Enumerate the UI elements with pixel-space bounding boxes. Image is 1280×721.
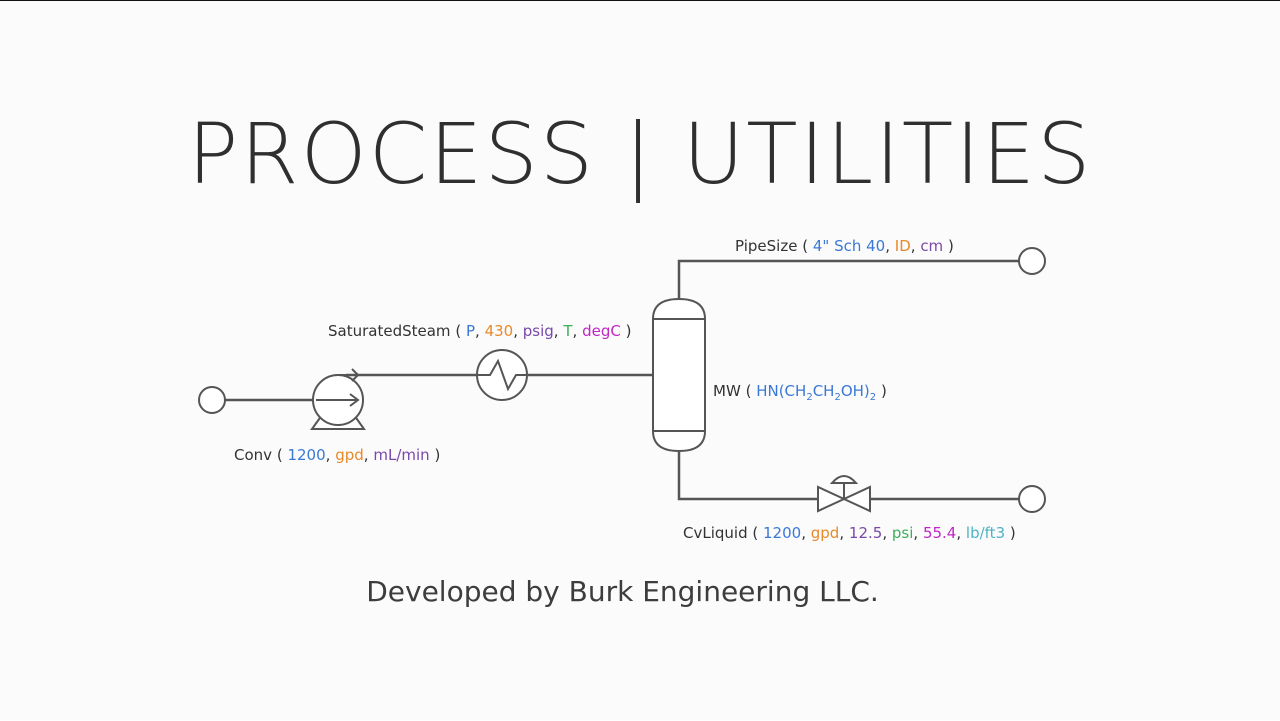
overhead-pipe	[677, 259, 1019, 301]
overhead-outlet-node	[1018, 247, 1046, 275]
cvliquid-arg5: 55.4	[922, 524, 957, 542]
mw-formula: HN(CH2CH2OH)2	[756, 382, 877, 403]
steam-open: (	[455, 322, 462, 340]
cvliquid-sep2: ,	[839, 524, 845, 542]
conv-label: Conv ( 1200, gpd, mL/min )	[234, 446, 440, 464]
cvliquid-arg2: gpd	[810, 524, 840, 542]
steam-arg3: psig	[522, 322, 554, 340]
mw-formula-a: HN(CH	[756, 382, 807, 400]
cvliquid-arg4: psi	[891, 524, 914, 542]
pump-icon	[310, 368, 366, 430]
cvliquid-sep1: ,	[801, 524, 806, 542]
conv-sep1: ,	[325, 446, 331, 464]
pipesize-name: PipeSize	[735, 237, 798, 255]
cvliquid-arg6: lb/ft3	[965, 524, 1006, 542]
steam-sep4: ,	[572, 322, 578, 340]
mw-open: (	[745, 382, 752, 400]
conv-arg3: mL/min	[373, 446, 430, 464]
conv-arg1: 1200	[287, 446, 326, 464]
cvliquid-arg3: 12.5	[848, 524, 883, 542]
cvliquid-open: (	[752, 524, 759, 542]
pipesize-arg1: 4" Sch 40	[812, 237, 886, 255]
cvliquid-close: )	[1009, 524, 1016, 542]
conv-sep2: ,	[363, 446, 369, 464]
pipesize-arg3: cm	[920, 237, 944, 255]
pipesize-arg2: ID	[894, 237, 911, 255]
column-icon	[652, 297, 706, 453]
cvliquid-label: CvLiquid ( 1200, gpd, 12.5, psi, 55.4, l…	[683, 524, 1016, 542]
cvliquid-arg1: 1200	[763, 524, 802, 542]
steam-sep2: ,	[513, 322, 518, 340]
pipesize-close: )	[947, 237, 954, 255]
pipesize-sep2: ,	[910, 237, 916, 255]
conv-arg2: gpd	[335, 446, 364, 464]
conv-close: )	[434, 446, 441, 464]
bottoms-outlet-node	[1018, 485, 1046, 513]
cvliquid-sep5: ,	[956, 524, 962, 542]
mw-label: MW ( HN(CH2CH2OH)2 )	[713, 382, 887, 403]
steam-sep1: ,	[475, 322, 480, 340]
steam-arg4: T	[563, 322, 573, 340]
cvliquid-sep4: ,	[913, 524, 919, 542]
cvliquid-name: CvLiquid	[683, 524, 748, 542]
inlet-node	[198, 386, 226, 414]
control-valve-icon	[817, 475, 871, 513]
steam-arg1: P	[465, 322, 475, 340]
pipesize-label: PipeSize ( 4" Sch 40, ID, cm )	[735, 237, 954, 255]
mw-close: )	[880, 382, 887, 400]
steam-sep3: ,	[553, 322, 559, 340]
mw-sub2: 2	[834, 392, 841, 403]
page-title: PROCESS | UTILITIES	[187, 105, 1093, 203]
conv-name: Conv	[234, 446, 273, 464]
mw-name: MW	[713, 382, 741, 400]
steam-name: SaturatedSteam	[328, 322, 451, 340]
mw-sub1: 2	[806, 392, 813, 403]
pipesize-sep1: ,	[885, 237, 890, 255]
heat-exchanger-icon	[476, 349, 528, 401]
steam-arg5: degC	[582, 322, 621, 340]
steam-close: )	[625, 322, 632, 340]
mw-formula-b: CH	[812, 382, 835, 400]
steam-arg2: 430	[484, 322, 514, 340]
mw-sub3: 2	[869, 392, 877, 403]
steam-label: SaturatedSteam ( P, 430, psig, T, degC )	[328, 322, 631, 340]
pipesize-open: (	[802, 237, 809, 255]
footer-credit: Developed by Burk Engineering LLC.	[366, 575, 879, 608]
bottoms-pipe	[677, 449, 818, 501]
mw-formula-c: OH)	[840, 382, 870, 400]
conv-open: (	[276, 446, 283, 464]
cvliquid-sep3: ,	[882, 524, 888, 542]
